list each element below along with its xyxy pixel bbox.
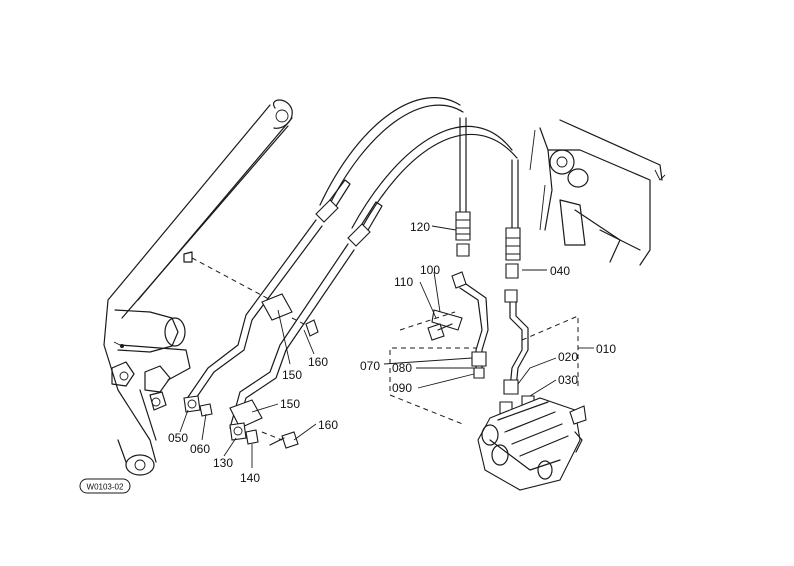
tractor-frame — [529, 119, 666, 266]
callout-060: 060 — [190, 442, 210, 456]
callout-110: 110 — [394, 275, 413, 289]
callout-010: 010 — [596, 342, 616, 356]
callout-070: 070 — [360, 359, 380, 373]
hose-lines — [185, 97, 518, 433]
callout-040: 040 — [550, 264, 570, 278]
clamp-plate-lower — [183, 395, 299, 449]
loader-boom-arm — [103, 99, 293, 476]
callout-090: 090 — [392, 381, 412, 395]
callout-labels: 120 110 100 040 010 020 030 070 080 090 … — [168, 220, 616, 485]
callout-160-lower: 160 — [318, 418, 338, 432]
assembly-outline — [389, 311, 579, 426]
callout-140: 140 — [240, 471, 260, 485]
callout-020: 020 — [558, 350, 578, 364]
callout-120: 120 — [410, 220, 430, 234]
callout-150-lower: 150 — [280, 397, 300, 411]
callout-050: 050 — [168, 431, 188, 445]
callout-150-upper: 150 — [282, 368, 302, 382]
callout-130: 130 — [213, 456, 233, 470]
control-valve — [477, 397, 587, 491]
bracket-and-bolt — [427, 309, 463, 341]
leader-lines — [179, 225, 594, 468]
clamp-plate-upper — [261, 293, 319, 337]
callout-080: 080 — [392, 361, 412, 375]
callout-160-upper: 160 — [308, 355, 328, 369]
callout-030: 030 — [558, 373, 578, 387]
callout-100: 100 — [420, 263, 440, 277]
drawing-code-tag: W0103-02 — [79, 478, 131, 494]
drawing-code: W0103-02 — [87, 483, 124, 492]
valve-hoses — [451, 117, 535, 415]
